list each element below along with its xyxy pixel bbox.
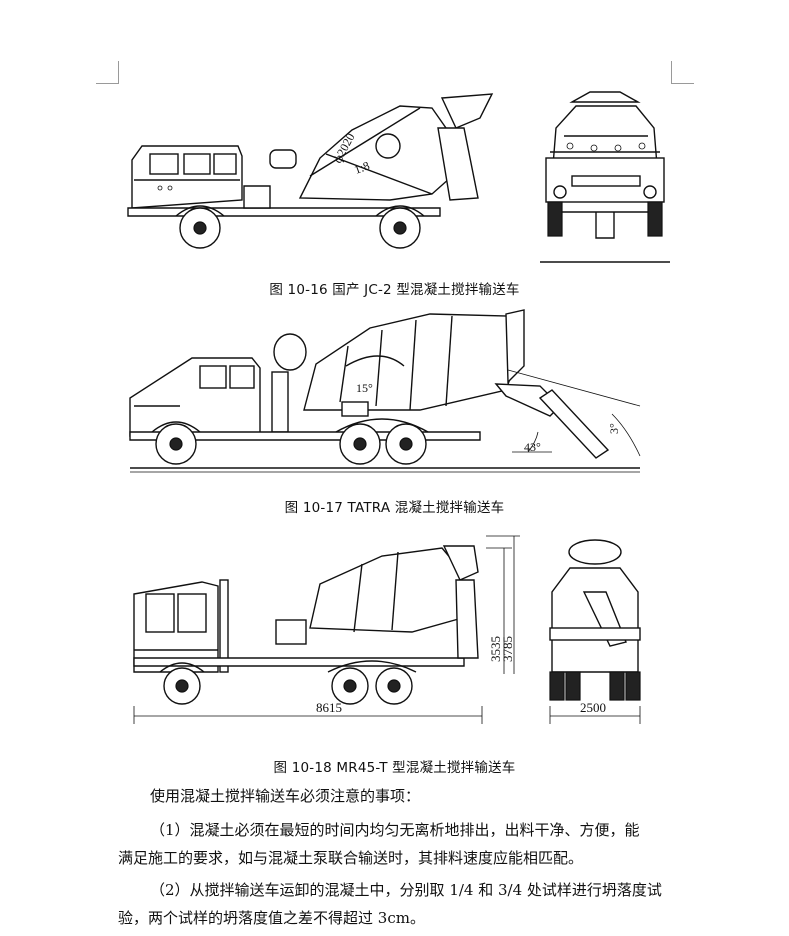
drum-ratio-label: 1:8 <box>352 158 371 176</box>
jc2-side-view: ф2020 1:8 <box>127 93 494 249</box>
paragraph-intro: 使用混凝土搅拌输送车必须注意的事项： <box>150 787 421 805</box>
figure-jc2-mixer-truck: ф2020 1:8 <box>120 88 680 268</box>
figure-caption-10-16: 图 10-16 国产 JC-2 型混凝土搅拌输送车 <box>269 282 520 298</box>
crop-mark-top-left <box>96 61 119 84</box>
paragraph-2-line-2: 验，两个试样的坍落度值之差不得超过 3cm。 <box>118 909 425 927</box>
jc2-truck-drawing: ф2020 1:8 <box>127 91 670 263</box>
figure-mr45t-mixer-truck: 8615 3535 3785 2500 <box>122 532 672 732</box>
body-text: 使用混凝土搅拌输送车必须注意的事项： （1）混凝土必须在最短的时间内均匀无离析地… <box>0 782 789 932</box>
figure-caption-10-18: 图 10-18 MR45-T 型混凝土搅拌输送车 <box>273 760 516 776</box>
paragraph-1-line-1: （1）混凝土必须在最短的时间内均匀无离析地排出，出料干净、方便，能 <box>150 821 640 839</box>
height-dimension-2: 3785 <box>500 636 515 662</box>
mr45t-rear-view: 2500 <box>549 539 641 724</box>
figure-tatra-mixer-truck: 15° 3° 43° <box>120 306 665 486</box>
jc2-front-view <box>540 91 670 263</box>
chute-angle-right-label: 3° <box>607 423 621 434</box>
height-dimension-1: 3535 <box>488 636 503 662</box>
drum-tilt-label: 15° <box>356 381 373 395</box>
crop-mark-top-right <box>671 61 694 84</box>
length-dimension-label: 8615 <box>316 700 342 715</box>
mr45t-side-view: 8615 3535 3785 <box>133 535 520 724</box>
chute-angle-label: 43° <box>524 440 541 454</box>
tatra-truck-drawing: 15° 3° 43° <box>129 309 641 473</box>
paragraph-1-line-2: 满足施工的要求，如与混凝土泵联合输送时，其排料速度应能相匹配。 <box>118 849 584 867</box>
figure-caption-10-17: 图 10-17 TATRA 混凝土搅拌输送车 <box>284 500 505 516</box>
mr45t-truck-drawing: 8615 3535 3785 2500 <box>133 535 641 724</box>
paragraph-2-line-1: （2）从搅拌输送车运卸的混凝土中，分别取 1/4 和 3/4 处试样进行坍落度试 <box>150 881 662 899</box>
width-dimension-label: 2500 <box>580 700 606 715</box>
